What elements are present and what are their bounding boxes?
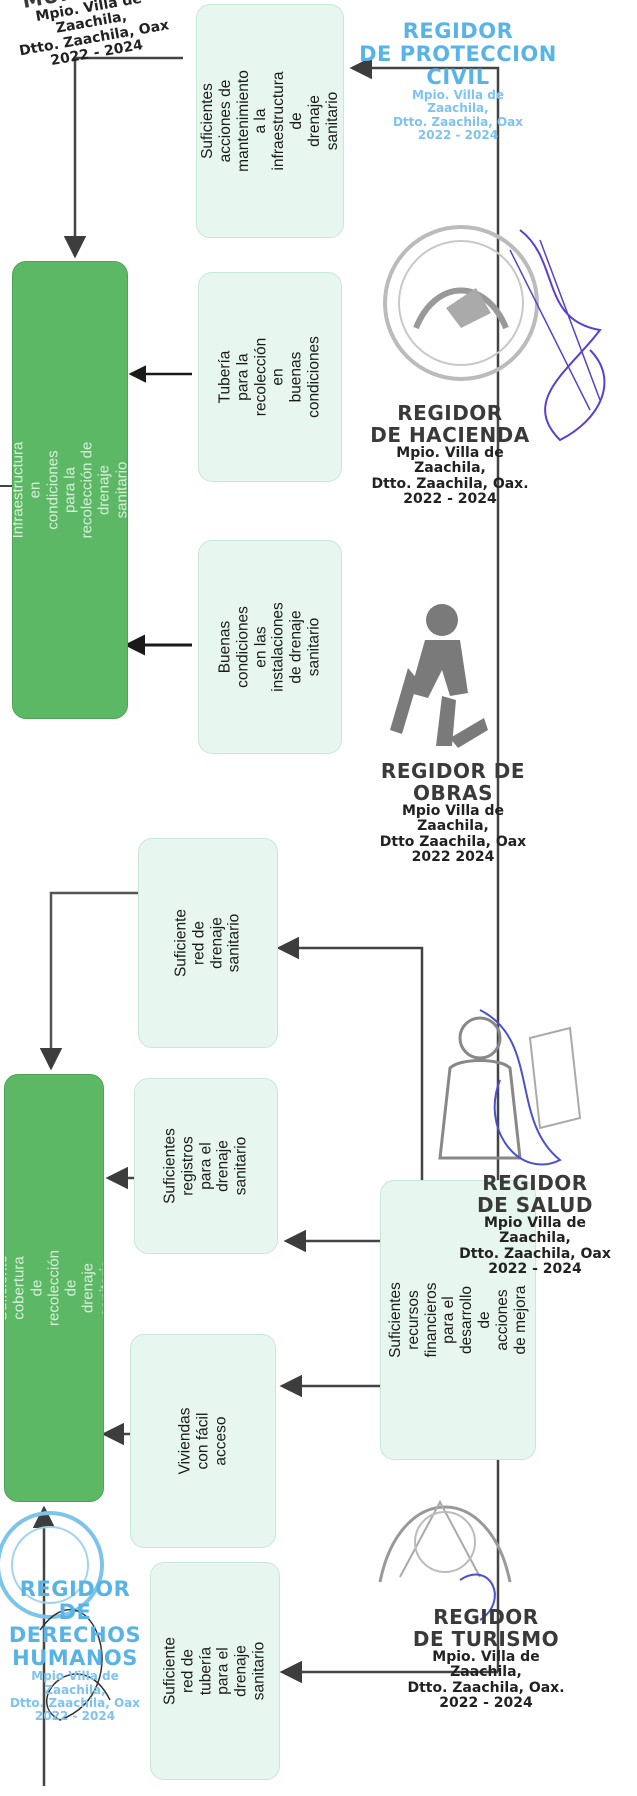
box-mantenimiento: Suficientes acciones de mantenimiento a … xyxy=(196,4,344,238)
box-red: Suficiente red de drenaje sanitario xyxy=(138,838,278,1048)
stamp-turismo-place: Mpio. Villa de Zaachila, Dtto. Zaachila,… xyxy=(407,1649,565,1712)
doctor-illustration xyxy=(438,1016,582,1160)
stamp-salud-place: Mpio Villa de Zaachila, Dtto. Zaachila, … xyxy=(459,1215,611,1278)
box-tuberia: Tubería para la recolección en buenas co… xyxy=(198,272,342,482)
stamp-hacienda: REGIDOR DE HACIENDA Mpio. Villa de Zaach… xyxy=(350,402,550,508)
box-instalaciones: Buenas condiciones en las instalaciones … xyxy=(198,540,342,754)
stamp-proteccion-civil: REGIDOR DE PROTECCION CIVIL Mpio. Villa … xyxy=(348,19,568,142)
worker-icon xyxy=(390,604,488,748)
stamp-derechos-humanos: REGIDOR DE DERECHOS HUMANOS Mpio Villa d… xyxy=(0,1577,150,1723)
box-tuberia-red: Suficiente red de tubería para el drenaj… xyxy=(150,1562,280,1780)
box-cobertura: Suficiente cobertura de recolección de d… xyxy=(4,1074,104,1502)
stamp-obras-title: REGIDOR DE OBRAS xyxy=(380,759,526,805)
connector-recursos-mantenimiento xyxy=(349,56,500,1672)
stamp-hacienda-place: Mpio. Villa de Zaachila, Dtto. Zaachila,… xyxy=(371,445,529,508)
connector-red-cobertura xyxy=(39,891,138,1071)
connector-top-left xyxy=(63,56,183,259)
derechos-humanos-wreath xyxy=(0,1511,104,1619)
turismo-illustration xyxy=(378,1499,512,1583)
stamp-obras-place: Mpio Villa de Zaachila, Dtto Zaachila, O… xyxy=(379,803,527,866)
stamp-hacienda-title: REGIDOR DE HACIENDA xyxy=(370,401,530,447)
box-viviendas: Viviendas con fácil acceso xyxy=(130,1334,276,1548)
box-recursos: Suficientes recursos financieros para el… xyxy=(380,1180,536,1460)
box-registros: Suficientes registros para el drenaje sa… xyxy=(134,1078,278,1254)
stamp-derechos-humanos-place: Mpio Villa de Zaachila, Dtto. Zaachila, … xyxy=(9,1669,141,1723)
stamp-obras: REGIDOR DE OBRAS Mpio Villa de Zaachila,… xyxy=(358,760,548,866)
stamp-turismo: REGIDOR DE TURISMO Mpio. Villa de Zaachi… xyxy=(376,1606,596,1712)
stamp-derechos-humanos-title: REGIDOR DE DERECHOS HUMANOS xyxy=(8,1577,142,1671)
arrow-recursos-red xyxy=(276,936,424,1188)
box-infraestructura: Infraestructura en condiciones para la r… xyxy=(12,261,128,719)
stamp-salud-title: REGIDOR DE SALUD xyxy=(477,1171,593,1217)
stamp-proteccion-civil-title: REGIDOR DE PROTECCION CIVIL xyxy=(359,19,557,90)
stamp-proteccion-civil-place: Mpio. Villa de Zaachila, Dtto. Zaachila,… xyxy=(392,88,524,142)
stamp-salud: REGIDOR DE SALUD Mpio Villa de Zaachila,… xyxy=(440,1172,630,1278)
stamp-turismo-title: REGIDOR DE TURISMO xyxy=(412,1605,560,1651)
